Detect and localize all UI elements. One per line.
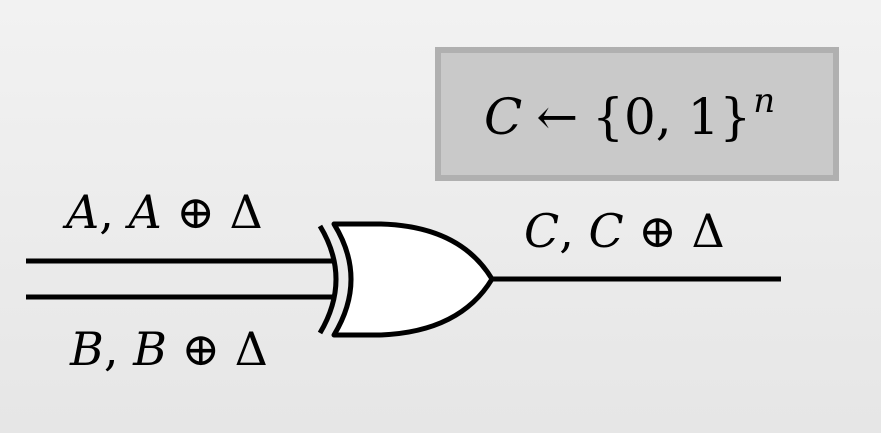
input-b-sep: , (104, 322, 133, 376)
output-sep: , (559, 204, 588, 258)
input-a-var: A (62, 185, 99, 239)
input-b-delta: Δ (235, 322, 268, 376)
xor-gate-body (331, 221, 495, 338)
input-b-xor: ⊕ (167, 322, 235, 376)
output-label: C, C ⊕ Δ (524, 204, 725, 258)
xor-gate-icon (317, 221, 495, 338)
output-xor: ⊕ (624, 204, 692, 258)
input-a-xor: ⊕ (162, 185, 230, 239)
key-box-frame (435, 47, 839, 181)
key-exponent: n (753, 81, 775, 121)
key-set: {0, 1} (592, 88, 751, 146)
key-lhs: C (484, 88, 522, 146)
key-arrow: ← (536, 88, 578, 146)
xor-gate-back-arc (317, 224, 339, 335)
output-var2: C (588, 204, 623, 258)
key-sampling-box: C←{0, 1}n (435, 47, 839, 181)
output-var: C (524, 204, 559, 258)
input-a-var2: A (124, 185, 161, 239)
input-b-var2: B (132, 322, 167, 376)
input-b-var: B (69, 322, 104, 376)
input-a-sep: , (99, 185, 128, 239)
key-box-text: C←{0, 1}n (484, 81, 775, 146)
output-delta: Δ (691, 204, 724, 258)
input-b-label: B, B ⊕ Δ (69, 322, 268, 376)
input-a-delta: Δ (230, 185, 263, 239)
input-a-label: A, A ⊕ Δ (62, 185, 263, 239)
